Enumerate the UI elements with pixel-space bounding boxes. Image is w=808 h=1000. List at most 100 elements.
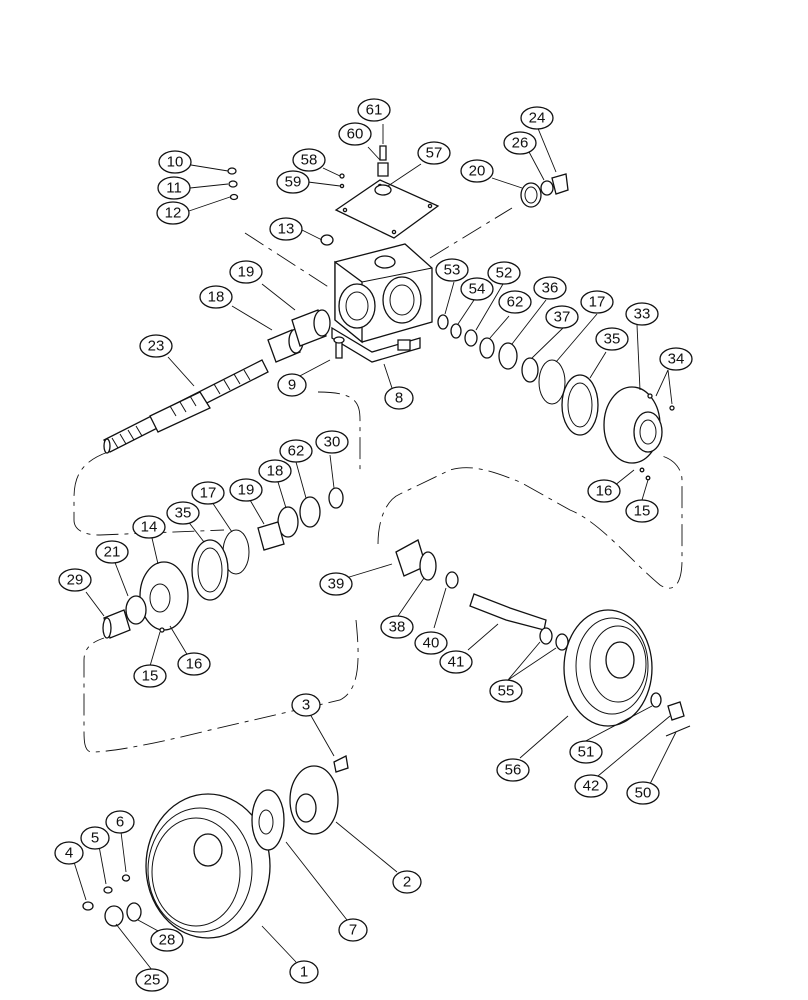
svg-text:55: 55 bbox=[498, 683, 515, 700]
svg-text:18: 18 bbox=[267, 463, 284, 480]
callout-15-left: 15 bbox=[133, 664, 167, 688]
svg-text:52: 52 bbox=[496, 265, 513, 282]
callout-57: 57 bbox=[417, 141, 451, 165]
callout-50: 50 bbox=[626, 781, 660, 805]
svg-text:16: 16 bbox=[186, 656, 203, 673]
svg-text:15: 15 bbox=[634, 503, 651, 520]
svg-text:34: 34 bbox=[668, 351, 685, 368]
callout-36: 36 bbox=[533, 276, 567, 300]
housing-bolt bbox=[333, 336, 345, 359]
svg-text:38: 38 bbox=[389, 619, 406, 636]
callout-58: 58 bbox=[292, 148, 326, 172]
callout-61: 61 bbox=[357, 98, 391, 122]
callout-18: 18 bbox=[199, 285, 233, 309]
svg-text:54: 54 bbox=[469, 281, 486, 298]
svg-text:35: 35 bbox=[604, 331, 621, 348]
svg-text:56: 56 bbox=[505, 762, 522, 779]
callout-26: 26 bbox=[503, 131, 537, 155]
callout-35-upper: 35 bbox=[595, 327, 629, 351]
svg-text:33: 33 bbox=[634, 306, 651, 323]
callout-41: 41 bbox=[439, 650, 473, 674]
callout-21: 21 bbox=[95, 540, 129, 564]
svg-text:61: 61 bbox=[366, 102, 383, 119]
svg-text:37: 37 bbox=[554, 309, 571, 326]
svg-text:13: 13 bbox=[278, 221, 295, 238]
svg-text:23: 23 bbox=[148, 338, 165, 355]
drive-pulley bbox=[82, 755, 349, 939]
svg-text:29: 29 bbox=[67, 572, 84, 589]
svg-text:7: 7 bbox=[349, 922, 357, 939]
callout-40: 40 bbox=[414, 631, 448, 655]
svg-text:4: 4 bbox=[65, 845, 73, 862]
svg-text:1: 1 bbox=[300, 964, 308, 981]
callout-13: 13 bbox=[269, 217, 303, 241]
callout-42: 42 bbox=[574, 774, 608, 798]
callout-16-right: 16 bbox=[587, 479, 621, 503]
callout-7: 7 bbox=[338, 918, 368, 942]
callout-54: 54 bbox=[460, 277, 494, 301]
callout-62-lower: 62 bbox=[279, 439, 313, 463]
svg-text:9: 9 bbox=[288, 377, 296, 394]
seal-nut-set bbox=[520, 173, 569, 208]
callout-10: 10 bbox=[158, 150, 192, 174]
svg-text:62: 62 bbox=[507, 294, 524, 311]
svg-text:5: 5 bbox=[91, 830, 99, 847]
callout-55: 55 bbox=[489, 679, 523, 703]
callout-16-left: 16 bbox=[177, 652, 211, 676]
svg-text:25: 25 bbox=[144, 972, 161, 989]
svg-text:59: 59 bbox=[285, 174, 302, 191]
callout-5: 5 bbox=[80, 826, 110, 850]
callout-53: 53 bbox=[435, 258, 469, 282]
input-shaft bbox=[103, 309, 331, 454]
callout-62-upper: 62 bbox=[498, 290, 532, 314]
callout-28: 28 bbox=[150, 928, 184, 952]
callout-4: 4 bbox=[54, 841, 84, 865]
callout-11: 11 bbox=[157, 176, 191, 200]
svg-text:19: 19 bbox=[238, 264, 255, 281]
callout-19: 19 bbox=[229, 260, 263, 284]
svg-text:6: 6 bbox=[116, 814, 124, 831]
svg-text:12: 12 bbox=[165, 205, 182, 222]
svg-text:2: 2 bbox=[403, 874, 411, 891]
callout-17-upper: 17 bbox=[580, 290, 614, 314]
gearbox-housing bbox=[331, 243, 433, 363]
svg-text:19: 19 bbox=[238, 482, 255, 499]
svg-text:3: 3 bbox=[302, 697, 310, 714]
callout-34: 34 bbox=[659, 347, 693, 371]
callout-30: 30 bbox=[315, 430, 349, 454]
svg-text:10: 10 bbox=[167, 154, 184, 171]
svg-text:39: 39 bbox=[328, 576, 345, 593]
svg-text:16: 16 bbox=[596, 483, 613, 500]
svg-text:50: 50 bbox=[635, 785, 652, 802]
plug-washers bbox=[227, 167, 334, 246]
callout-9: 9 bbox=[277, 373, 307, 397]
svg-text:21: 21 bbox=[104, 544, 121, 561]
callout-35-lower: 35 bbox=[166, 501, 200, 525]
svg-text:58: 58 bbox=[301, 152, 318, 169]
svg-text:26: 26 bbox=[512, 135, 529, 152]
shaft-bearing-set bbox=[102, 487, 344, 639]
svg-text:35: 35 bbox=[175, 505, 192, 522]
callout-19-lower: 19 bbox=[229, 478, 263, 502]
svg-text:62: 62 bbox=[288, 443, 305, 460]
svg-text:18: 18 bbox=[208, 289, 225, 306]
svg-text:51: 51 bbox=[578, 744, 595, 761]
callout-37: 37 bbox=[545, 305, 579, 329]
output-side-parts bbox=[437, 314, 675, 481]
svg-text:40: 40 bbox=[423, 635, 440, 652]
callout-51: 51 bbox=[569, 740, 603, 764]
callout-2: 2 bbox=[392, 870, 422, 894]
svg-text:41: 41 bbox=[448, 654, 465, 671]
svg-text:20: 20 bbox=[469, 163, 486, 180]
svg-text:17: 17 bbox=[589, 294, 606, 311]
callout-8: 8 bbox=[384, 386, 414, 410]
callout-29: 29 bbox=[58, 568, 92, 592]
callouts: 61 60 57 58 59 24 26 20 10 11 12 13 19 1… bbox=[54, 98, 693, 992]
svg-text:24: 24 bbox=[529, 110, 546, 127]
leader-lines bbox=[73, 124, 677, 971]
callout-52: 52 bbox=[487, 261, 521, 285]
callout-33: 33 bbox=[625, 302, 659, 326]
callout-38: 38 bbox=[380, 615, 414, 639]
callout-15-right: 15 bbox=[625, 499, 659, 523]
callout-59: 59 bbox=[276, 170, 310, 194]
